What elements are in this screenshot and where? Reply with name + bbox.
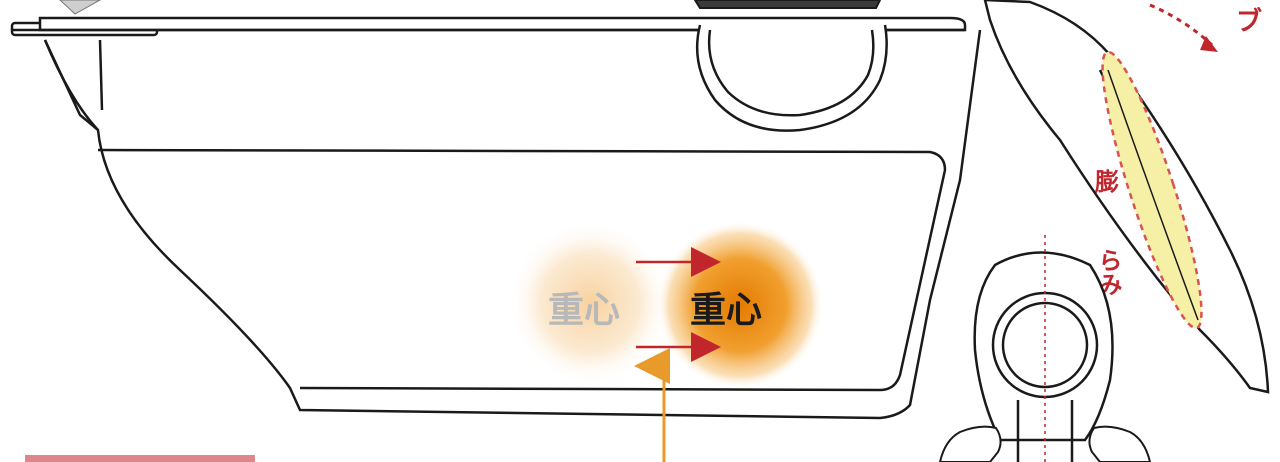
lid-hinge	[695, 24, 888, 132]
bulge-label-1: 膨	[1094, 168, 1119, 196]
kettle-body	[43, 29, 982, 420]
bottom-left-caption-fragment	[25, 455, 255, 462]
lid-edge-decoration	[59, 0, 102, 15]
curve-tail-label: ブ	[1236, 6, 1262, 37]
hand-icon	[938, 425, 1152, 462]
cog-after-label: 重心	[690, 290, 762, 331]
cog-before-label: 重心	[548, 290, 620, 331]
bulge-highlight	[1101, 50, 1203, 330]
cog-before-glow	[508, 221, 672, 385]
lid-window	[693, 0, 882, 9]
curved-arrow-icon	[1149, 3, 1218, 52]
kettle-front-view	[973, 251, 1114, 462]
